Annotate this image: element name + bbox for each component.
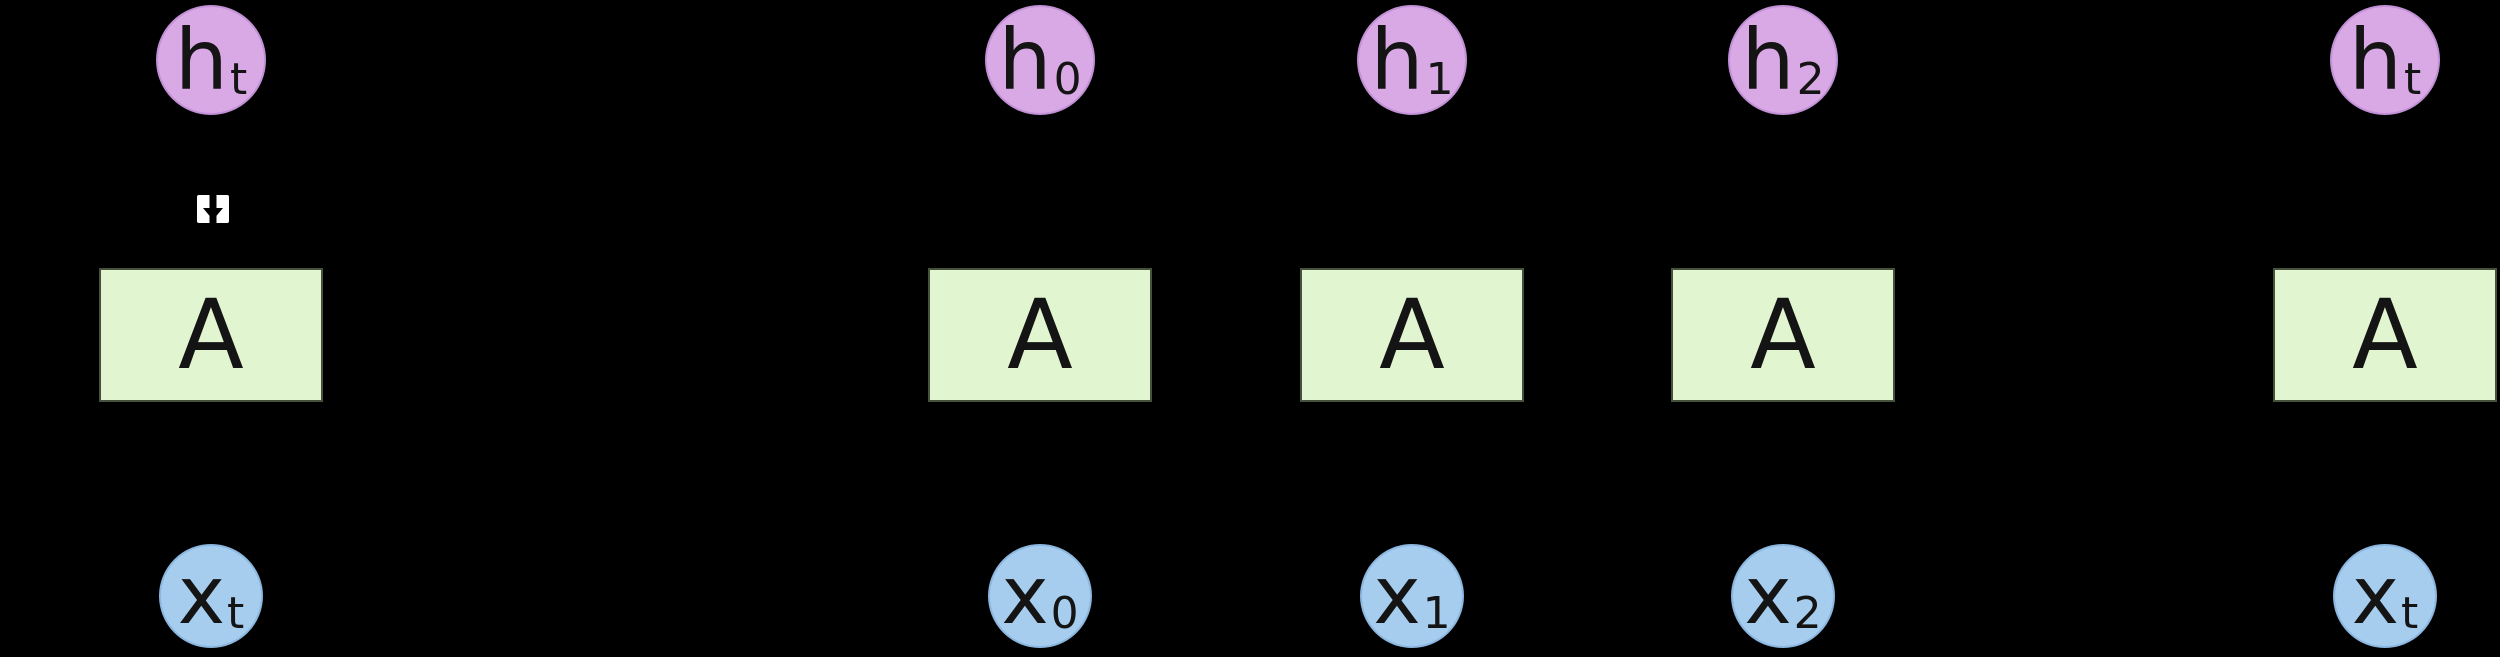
rnn-block-label: A bbox=[1750, 287, 1816, 383]
hidden-state-letter: h bbox=[998, 11, 1052, 109]
input-letter: x bbox=[1373, 549, 1421, 642]
hidden-state-label: h 2 bbox=[1741, 18, 1824, 102]
hidden-state-node: h t bbox=[156, 5, 266, 115]
unrolled-step-1: h 1 A x 1 bbox=[1300, 0, 1524, 657]
hidden-state-label: h t bbox=[2349, 18, 2422, 102]
hidden-state-letter: h bbox=[1370, 11, 1424, 109]
input-letter: x bbox=[1744, 549, 1792, 642]
unrolled-step-t: h t A x t bbox=[2273, 0, 2497, 657]
rnn-block: A bbox=[928, 268, 1152, 402]
rnn-block-label: A bbox=[2352, 287, 2418, 383]
hidden-state-letter: h bbox=[2348, 11, 2402, 109]
rnn-block: A bbox=[1671, 268, 1895, 402]
input-label: x 2 bbox=[1744, 556, 1821, 636]
input-node: x 0 bbox=[988, 544, 1092, 648]
input-label: x t bbox=[2352, 556, 2419, 636]
hidden-state-node: h t bbox=[2330, 5, 2440, 115]
input-node: x 2 bbox=[1731, 544, 1835, 648]
rnn-block: A bbox=[99, 268, 323, 402]
rnn-block: A bbox=[2273, 268, 2497, 402]
hidden-state-subscript: t bbox=[229, 54, 248, 105]
rnn-block-label: A bbox=[178, 287, 244, 383]
input-letter: x bbox=[1001, 549, 1049, 642]
rnn-block-letter: A bbox=[1007, 279, 1073, 391]
loop-arrowhead-crossing-icon bbox=[197, 195, 229, 223]
hidden-state-subscript: 2 bbox=[1796, 54, 1825, 105]
input-subscript: 1 bbox=[1422, 588, 1451, 639]
unrolled-step-2: h 2 A x 2 bbox=[1671, 0, 1895, 657]
rnn-block-letter: A bbox=[1379, 279, 1445, 391]
unrolled-step-0: h 0 A x 0 bbox=[928, 0, 1152, 657]
hidden-state-subscript: t bbox=[2403, 54, 2422, 105]
rnn-block: A bbox=[1300, 268, 1524, 402]
input-label: x t bbox=[178, 556, 245, 636]
input-subscript: t bbox=[227, 588, 245, 639]
input-node: x 1 bbox=[1360, 544, 1464, 648]
hidden-state-subscript: 1 bbox=[1425, 54, 1454, 105]
hidden-state-node: h 2 bbox=[1728, 5, 1838, 115]
rnn-block-letter: A bbox=[2352, 279, 2418, 391]
rolled-rnn-cell: h t A x t bbox=[99, 0, 323, 657]
input-letter: x bbox=[2351, 549, 2400, 642]
input-subscript: 2 bbox=[1793, 588, 1822, 639]
hidden-state-letter: h bbox=[1741, 11, 1795, 109]
input-letter: x bbox=[177, 549, 226, 642]
hidden-state-label: h t bbox=[175, 18, 248, 102]
hidden-state-subscript: 0 bbox=[1053, 54, 1082, 105]
input-subscript: 0 bbox=[1050, 588, 1079, 639]
rnn-block-label: A bbox=[1007, 287, 1073, 383]
input-node: x t bbox=[159, 544, 263, 648]
input-label: x 1 bbox=[1373, 556, 1450, 636]
hidden-state-label: h 0 bbox=[998, 18, 1081, 102]
hidden-state-node: h 1 bbox=[1357, 5, 1467, 115]
rnn-block-letter: A bbox=[1750, 279, 1816, 391]
rnn-block-letter: A bbox=[178, 279, 244, 391]
input-subscript: t bbox=[2401, 588, 2419, 639]
rnn-block-label: A bbox=[1379, 287, 1445, 383]
hidden-state-node: h 0 bbox=[985, 5, 1095, 115]
hidden-state-letter: h bbox=[174, 11, 228, 109]
input-node: x t bbox=[2333, 544, 2437, 648]
hidden-state-label: h 1 bbox=[1370, 18, 1453, 102]
input-label: x 0 bbox=[1001, 556, 1078, 636]
